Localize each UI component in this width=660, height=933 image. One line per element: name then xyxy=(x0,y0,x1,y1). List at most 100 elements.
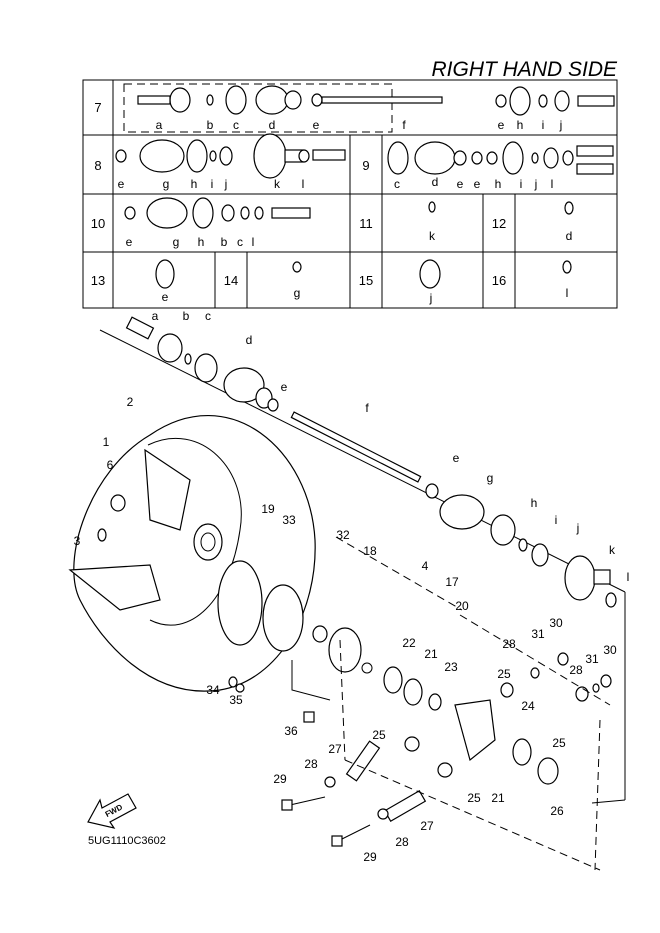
callout-number: 36 xyxy=(284,724,298,738)
kit-letter: d xyxy=(432,175,439,189)
diagram-title: RIGHT HAND SIDE xyxy=(431,58,618,81)
callout-number: 21 xyxy=(491,791,505,805)
kit-letter: e xyxy=(498,118,505,132)
kit-letter: c xyxy=(237,235,243,249)
kit-letter: h xyxy=(198,235,205,249)
kit-letter: c xyxy=(394,177,400,191)
callout-number: 35 xyxy=(229,693,243,707)
callout-number: 4 xyxy=(422,559,429,573)
kit-letter: b xyxy=(221,235,228,249)
kit-letter: l xyxy=(551,177,554,191)
callout-number: 32 xyxy=(336,528,350,542)
kit-letter: g xyxy=(163,177,170,191)
callout-letter: g xyxy=(487,471,494,485)
exploded-view xyxy=(68,316,626,871)
kit-letter: a xyxy=(156,118,163,132)
callout-number: 27 xyxy=(420,819,434,833)
kit-letter: e xyxy=(457,177,464,191)
callout-number: 31 xyxy=(531,627,545,641)
kit-letter: l xyxy=(302,177,305,191)
callout-number: 29 xyxy=(273,772,287,786)
callout-letter: d xyxy=(246,333,253,347)
callout-letter: f xyxy=(365,401,369,415)
callout-letter: h xyxy=(531,496,538,510)
callout-letter: j xyxy=(576,521,580,535)
callout-number: 30 xyxy=(603,643,617,657)
callout-number: 34 xyxy=(206,683,220,697)
callout-number: 2 xyxy=(127,395,134,409)
kit-letter: c xyxy=(233,118,239,132)
kit-letter: e xyxy=(474,177,481,191)
callout-number: 17 xyxy=(445,575,459,589)
kit-letter: l xyxy=(252,235,255,249)
kit-number: 12 xyxy=(492,216,506,231)
callout-number: 30 xyxy=(549,616,563,630)
kit-letter: j xyxy=(559,118,563,132)
diagram-code: 5UG1110C3602 xyxy=(88,835,166,847)
callout-number: 28 xyxy=(502,637,516,651)
callout-number: 28 xyxy=(395,835,409,849)
callout-number: 21 xyxy=(424,647,438,661)
kit-number: 7 xyxy=(94,100,101,115)
kit-letter: g xyxy=(173,235,180,249)
callout-letter: c xyxy=(205,309,211,323)
kit-number: 8 xyxy=(94,158,101,173)
kit-letter: f xyxy=(402,118,406,132)
kit-number: 16 xyxy=(492,273,506,288)
kit-letter: l xyxy=(566,286,569,300)
kit-letter: j xyxy=(224,177,228,191)
callout-number: 22 xyxy=(402,636,416,650)
callout-number: 18 xyxy=(363,544,377,558)
kit-part-icons xyxy=(115,85,615,289)
kit-number: 9 xyxy=(362,158,369,173)
callout-number: 25 xyxy=(552,736,566,750)
part-number-callouts: 2 1 6 3 19 33 32 18 4 17 20 22 21 23 28 … xyxy=(74,395,617,864)
kit-letter: j xyxy=(534,177,538,191)
callout-letter: l xyxy=(627,570,630,584)
kit-letter: j xyxy=(429,291,433,305)
callout-number: 23 xyxy=(444,660,458,674)
kit-number: 11 xyxy=(359,216,373,231)
callout-number: 19 xyxy=(261,502,275,516)
callout-letter: k xyxy=(609,543,616,557)
callout-number: 29 xyxy=(363,850,377,864)
kit-letter: d xyxy=(269,118,276,132)
kit-letter: i xyxy=(542,118,545,132)
kit-number: 15 xyxy=(359,273,373,288)
callout-number: 25 xyxy=(497,667,511,681)
kit-letter: k xyxy=(274,177,281,191)
callout-number: 27 xyxy=(328,742,342,756)
callout-letter: e xyxy=(453,451,460,465)
kit-number: 10 xyxy=(91,216,105,231)
kit-table: 7 a b c d e f e h i j 8 e g h i j k l 9 … xyxy=(82,79,618,309)
callout-number: 28 xyxy=(569,663,583,677)
callout-number: 20 xyxy=(455,599,469,613)
kit-letter: h xyxy=(517,118,524,132)
fwd-arrow-icon: FWD xyxy=(87,793,137,829)
callout-number: 6 xyxy=(107,458,114,472)
callout-number: 31 xyxy=(585,652,599,666)
callout-letter: e xyxy=(281,380,288,394)
callout-number: 1 xyxy=(103,435,110,449)
callout-letter: i xyxy=(555,513,558,527)
kit-letter: g xyxy=(294,286,301,300)
kit-letter: e xyxy=(118,177,125,191)
callout-number: 28 xyxy=(304,757,318,771)
callout-number: 26 xyxy=(550,804,564,818)
kit-number: 13 xyxy=(91,273,105,288)
kit-letter: e xyxy=(126,235,133,249)
kit-letter: i xyxy=(520,177,523,191)
kit-letter: e xyxy=(313,118,320,132)
kit-letter: e xyxy=(162,290,169,304)
kit-letter: d xyxy=(566,229,573,243)
callout-letter: a xyxy=(152,309,159,323)
kit-letter: h xyxy=(191,177,198,191)
kit-letter: b xyxy=(207,118,214,132)
shaft-letter-callouts: a b c d e f e g h i j k l xyxy=(152,309,630,584)
kit-letter: i xyxy=(211,177,214,191)
callout-letter: b xyxy=(183,309,190,323)
callout-number: 25 xyxy=(467,791,481,805)
kit-number: 14 xyxy=(224,273,238,288)
kit-letter: k xyxy=(429,229,436,243)
